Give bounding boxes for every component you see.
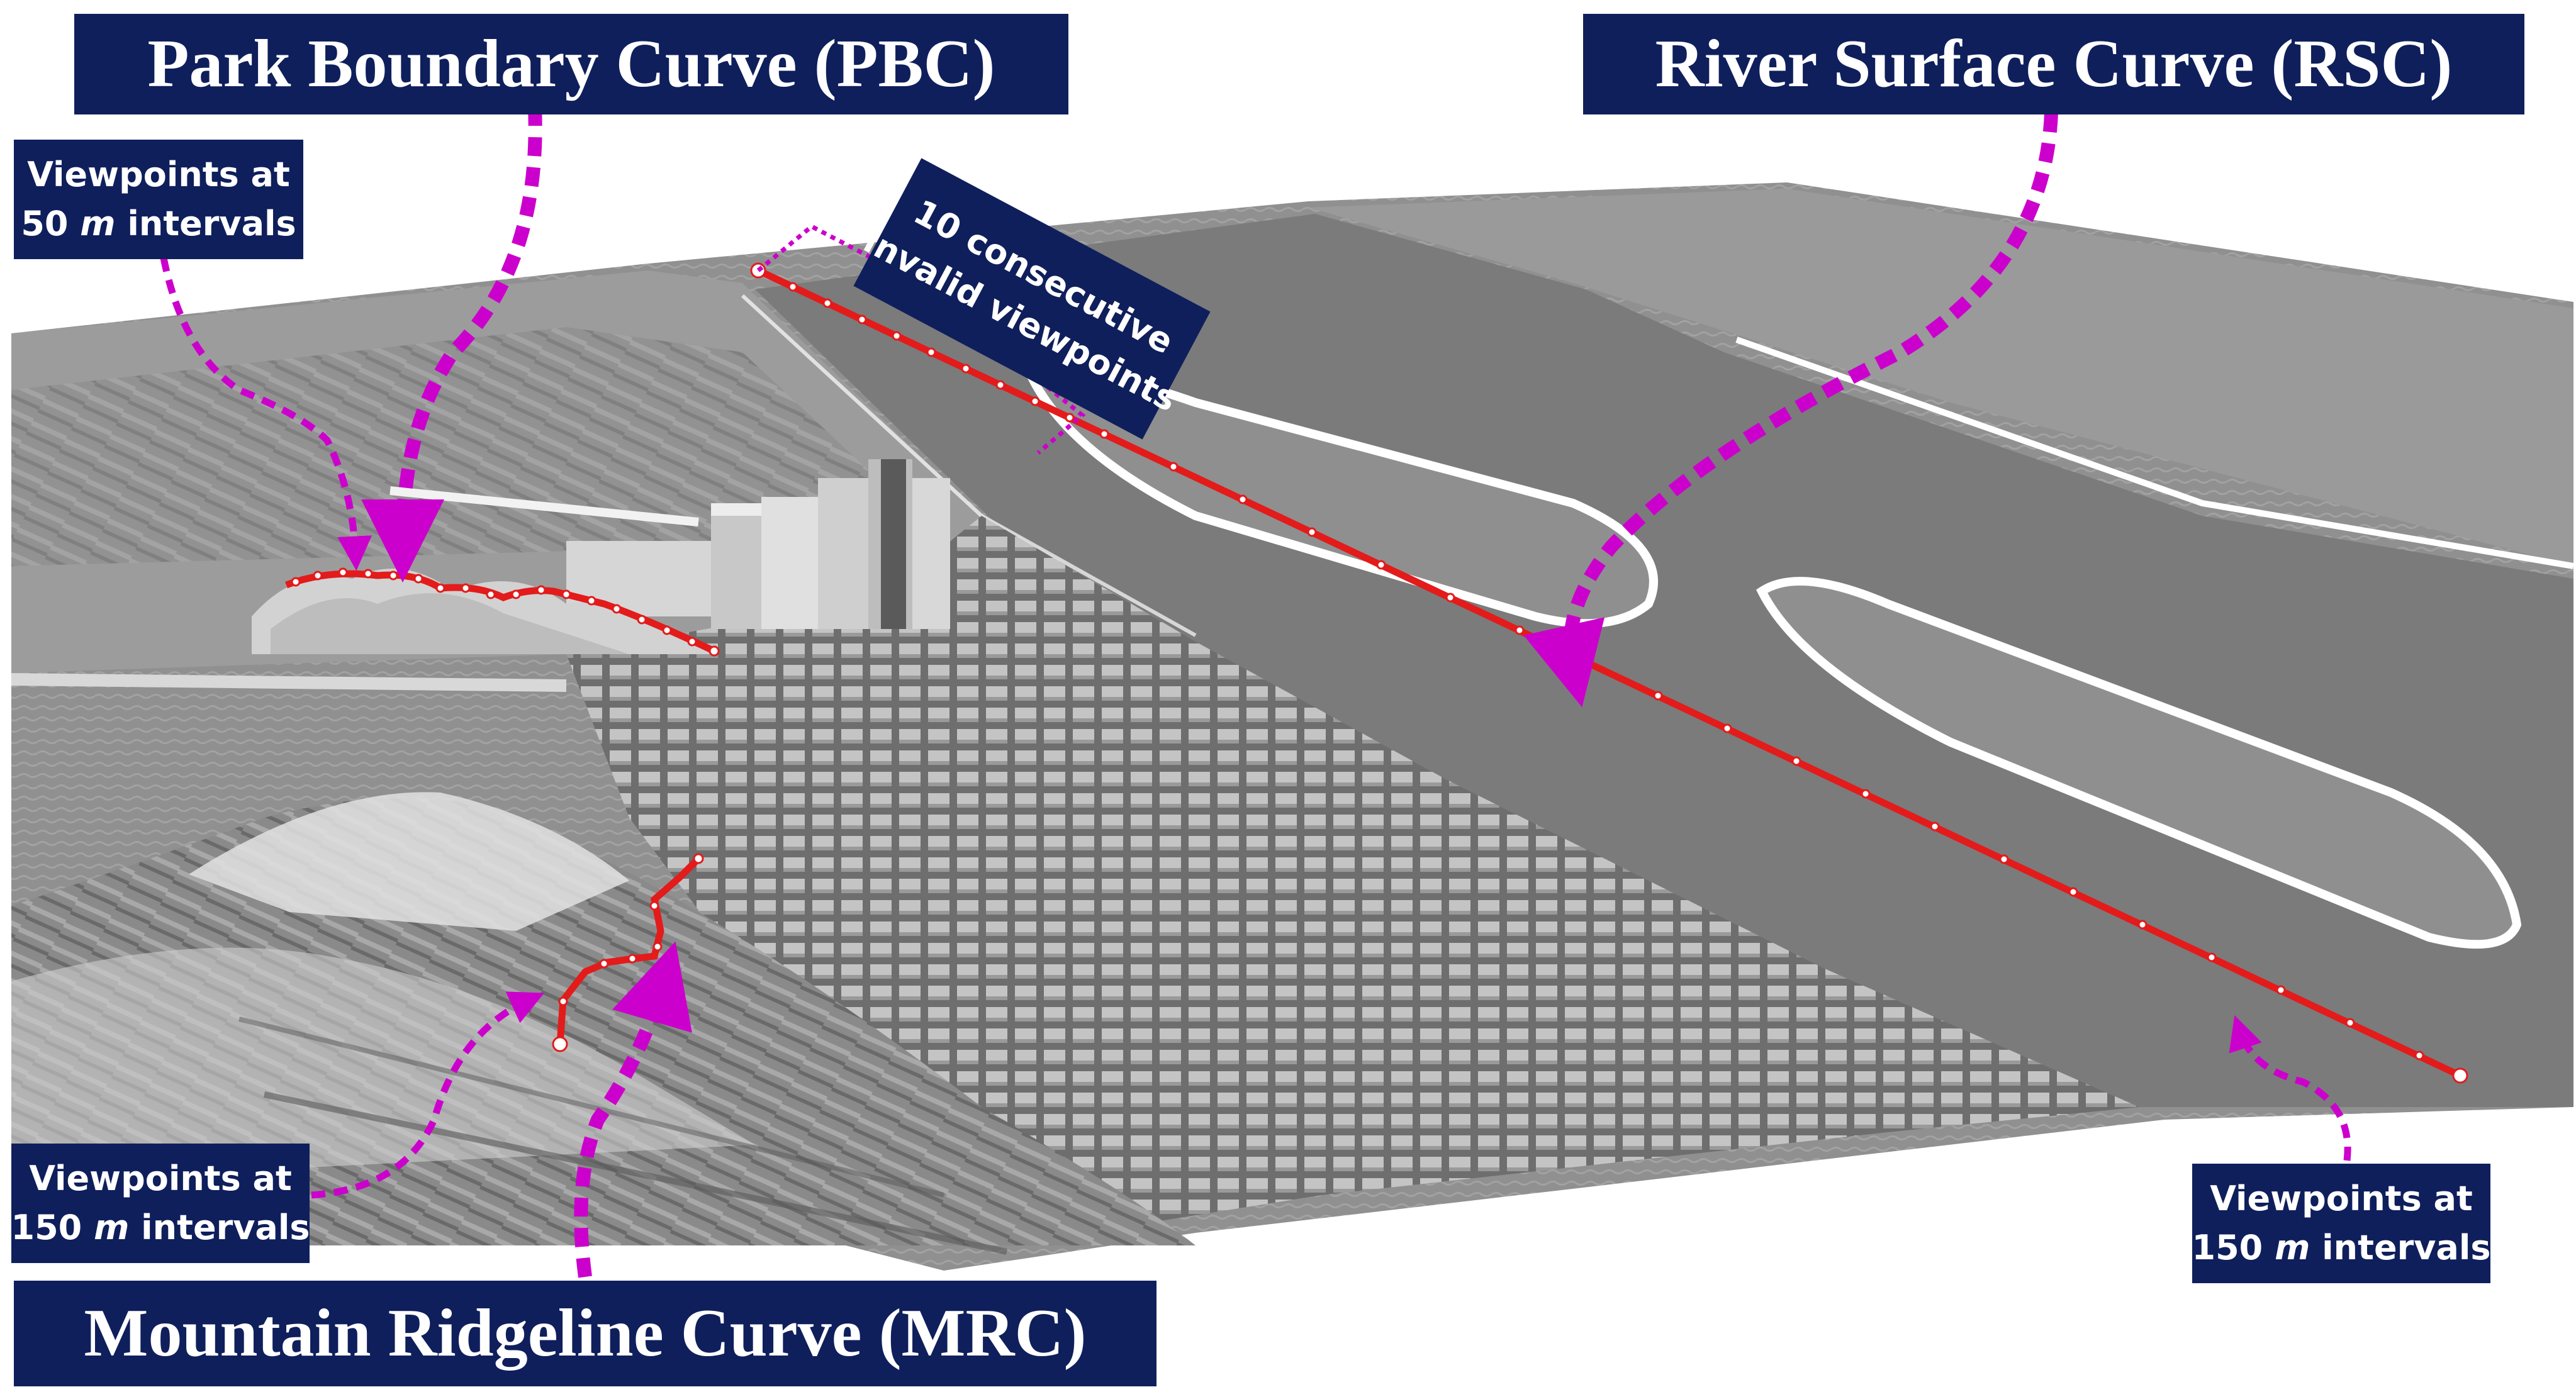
rsc-interval-note: Viewpoints at 150 m intervals xyxy=(2192,1164,2490,1283)
note-line2: 50 m intervals xyxy=(21,204,296,243)
mrc-title: Mountain Ridgeline Curve (MRC) xyxy=(84,1296,1087,1371)
note-line1: Viewpoints at xyxy=(29,1158,292,1198)
pbc-title: Park Boundary Curve (PBC) xyxy=(147,26,995,101)
mrc-title-box: Mountain Ridgeline Curve (MRC) xyxy=(14,1281,1156,1386)
island-lower xyxy=(1756,577,2522,949)
note150r-arrow xyxy=(2229,1015,2351,1161)
note-line1: Viewpoints at xyxy=(27,154,290,194)
pbc-interval-note: Viewpoints at 50 m intervals xyxy=(14,140,303,259)
note-line2: 150 m intervals xyxy=(11,1208,310,1247)
pbc-arrow xyxy=(361,106,542,582)
mrc-arrow xyxy=(574,941,692,1278)
rsc-title-box: River Surface Curve (RSC) xyxy=(1583,14,2524,114)
rsc-title: River Surface Curve (RSC) xyxy=(1655,26,2453,101)
city-blocks xyxy=(566,516,2139,1245)
rsc-arrow xyxy=(1523,113,2058,708)
far-right-terrain xyxy=(1309,189,2573,566)
note-line2: 150 m intervals xyxy=(2192,1228,2491,1267)
high-rise-cluster xyxy=(566,459,950,629)
river-surface-curve xyxy=(756,267,2462,1079)
note50-arrow xyxy=(160,257,372,571)
note-line1: Viewpoints at xyxy=(2210,1178,2473,1218)
mrc-interval-note: Viewpoints at 150 m intervals xyxy=(11,1144,310,1263)
pbc-title-box: Park Boundary Curve (PBC) xyxy=(74,14,1068,114)
note150l-arrow xyxy=(311,991,545,1199)
